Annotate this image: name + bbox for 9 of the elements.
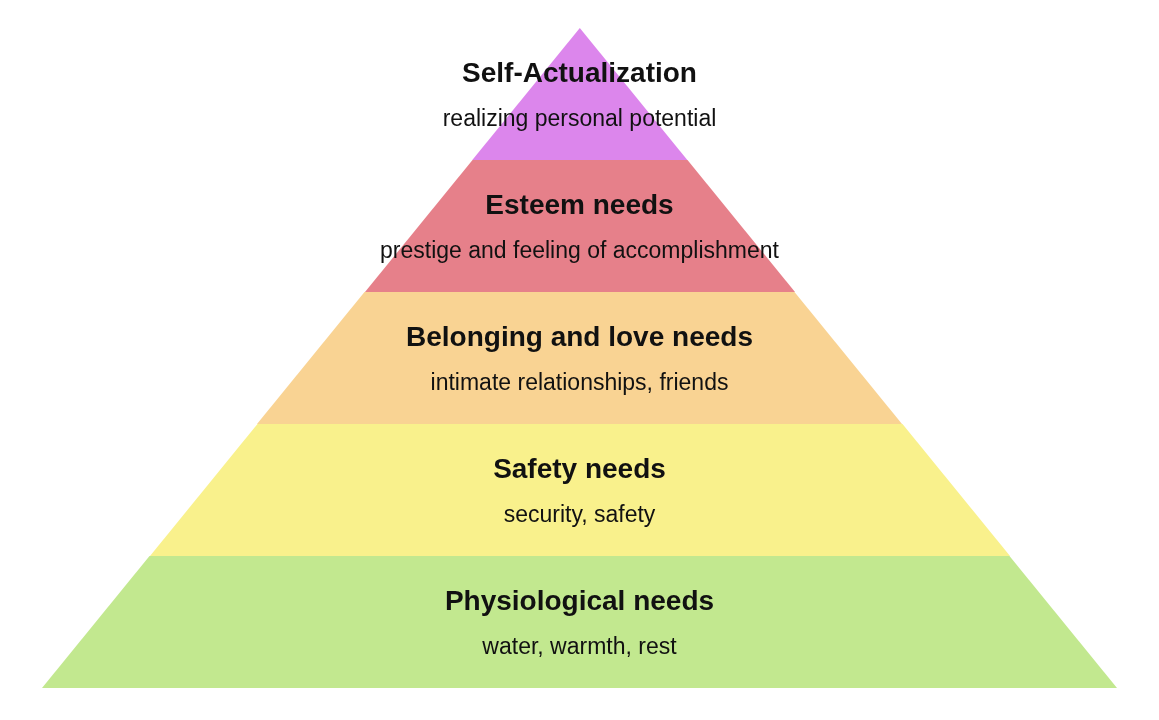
- tier-description: realizing personal potential: [442, 104, 717, 133]
- tier-description: intimate relationships, friends: [430, 368, 729, 397]
- tier-heading: Safety needs: [493, 452, 666, 486]
- tier-heading: Self-Actualization: [462, 56, 697, 90]
- tier-heading: Belonging and love needs: [406, 320, 753, 354]
- tier-heading: Esteem needs: [485, 188, 674, 222]
- tier-description: water, warmth, rest: [482, 632, 677, 661]
- tier-description: security, safety: [503, 500, 656, 529]
- tier-heading: Physiological needs: [444, 584, 715, 618]
